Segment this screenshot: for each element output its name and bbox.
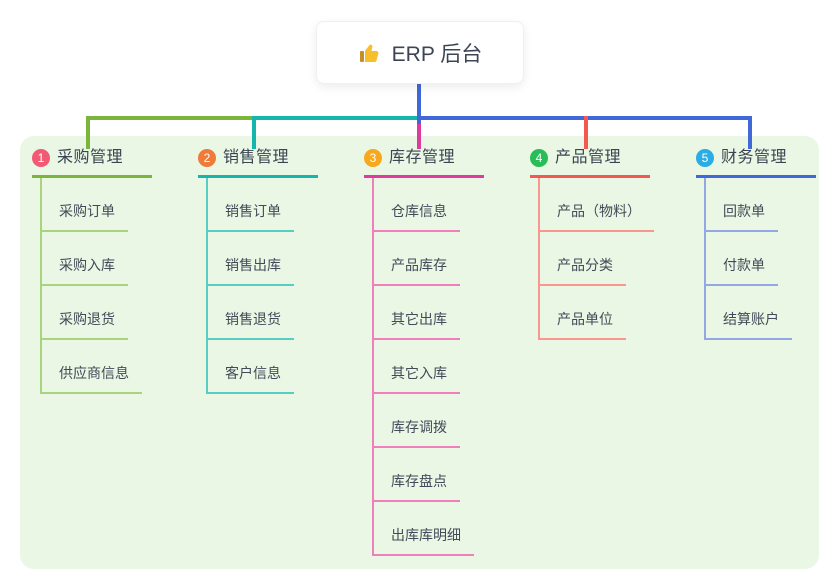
root-node[interactable]: ERP 后台 xyxy=(316,21,524,84)
node-label[interactable]: 结算账户 xyxy=(706,309,792,340)
branch-item-list: 销售订单销售出库销售退货客户信息 xyxy=(206,178,318,394)
branch-header[interactable]: 5 财务管理 xyxy=(696,148,816,178)
node-label[interactable]: 回款单 xyxy=(706,201,778,232)
branch-item-list: 仓库信息产品库存其它出库其它入库库存调拨库存盘点出库库明细 xyxy=(372,178,484,556)
node-label[interactable]: 产品单位 xyxy=(540,309,626,340)
list-item: 结算账户 xyxy=(706,286,816,340)
branch-header[interactable]: 4 产品管理 xyxy=(530,148,650,178)
node-label[interactable]: 客户信息 xyxy=(208,363,294,394)
branch-label: 产品管理 xyxy=(555,149,622,166)
node-label[interactable]: 产品分类 xyxy=(540,255,626,286)
list-item: 产品库存 xyxy=(374,232,484,286)
node-label[interactable]: 供应商信息 xyxy=(42,363,142,394)
branch-header[interactable]: 3 库存管理 xyxy=(364,148,484,178)
node-label[interactable]: 仓库信息 xyxy=(374,201,460,232)
node-label[interactable]: 产品（物料） xyxy=(540,201,654,232)
node-label[interactable]: 采购订单 xyxy=(42,201,128,232)
branch-item-list: 采购订单采购入库采购退货供应商信息 xyxy=(40,178,152,394)
branch-label: 库存管理 xyxy=(389,149,456,166)
list-item: 产品（物料） xyxy=(540,178,654,232)
list-item: 回款单 xyxy=(706,178,816,232)
list-item: 采购订单 xyxy=(42,178,152,232)
list-item: 销售订单 xyxy=(208,178,318,232)
list-item: 供应商信息 xyxy=(42,340,152,394)
list-item: 产品单位 xyxy=(540,286,650,340)
node-label[interactable]: 销售退货 xyxy=(208,309,294,340)
list-item: 采购入库 xyxy=(42,232,152,286)
node-label[interactable]: 其它入库 xyxy=(374,363,460,394)
branch-label: 采购管理 xyxy=(57,149,124,166)
branch-header[interactable]: 2 销售管理 xyxy=(198,148,318,178)
node-label[interactable]: 库存盘点 xyxy=(374,471,460,502)
node-label[interactable]: 付款单 xyxy=(706,255,778,286)
list-item: 销售出库 xyxy=(208,232,318,286)
node-label[interactable]: 销售订单 xyxy=(208,201,294,232)
branch-inventory: 3 库存管理 仓库信息产品库存其它出库其它入库库存调拨库存盘点出库库明细 xyxy=(364,148,484,556)
node-label[interactable]: 库存调拨 xyxy=(374,417,460,448)
branch-header[interactable]: 1 采购管理 xyxy=(32,148,152,178)
branch-number-badge: 4 xyxy=(530,149,548,167)
node-label[interactable]: 出库库明细 xyxy=(374,525,474,556)
list-item: 仓库信息 xyxy=(374,178,484,232)
branch-purchase: 1 采购管理 采购订单采购入库采购退货供应商信息 xyxy=(32,148,152,394)
branch-number-badge: 2 xyxy=(198,149,216,167)
branch-product: 4 产品管理 产品（物料） 产品分类产品单位 xyxy=(530,148,654,340)
list-item: 付款单 xyxy=(706,232,816,286)
list-item: 其它出库 xyxy=(374,286,484,340)
branch-item-list: 产品（物料） 产品分类产品单位 xyxy=(538,178,654,340)
list-item: 库存盘点 xyxy=(374,448,484,502)
list-item: 库存调拨 xyxy=(374,394,484,448)
branch-sales: 2 销售管理 销售订单销售出库销售退货客户信息 xyxy=(198,148,318,394)
list-item: 销售退货 xyxy=(208,286,318,340)
branch-item-list: 回款单付款单结算账户 xyxy=(704,178,816,340)
branch-number-badge: 1 xyxy=(32,149,50,167)
branch-finance: 5 财务管理 回款单付款单结算账户 xyxy=(696,148,816,340)
branch-label: 财务管理 xyxy=(721,149,788,166)
list-item: 其它入库 xyxy=(374,340,484,394)
node-label[interactable]: 其它出库 xyxy=(374,309,460,340)
root-title: ERP 后台 xyxy=(391,42,483,66)
node-label[interactable]: 采购入库 xyxy=(42,255,128,286)
list-item: 客户信息 xyxy=(208,340,318,394)
list-item: 出库库明细 xyxy=(374,502,484,556)
node-label[interactable]: 销售出库 xyxy=(208,255,294,286)
node-label[interactable]: 产品库存 xyxy=(374,255,460,286)
thumbs-up-icon xyxy=(359,44,379,62)
branch-number-badge: 3 xyxy=(364,149,382,167)
list-item: 采购退货 xyxy=(42,286,152,340)
list-item: 产品分类 xyxy=(540,232,650,286)
branch-label: 销售管理 xyxy=(223,149,290,166)
branch-number-badge: 5 xyxy=(696,149,714,167)
mindmap-panel xyxy=(20,136,819,569)
node-label[interactable]: 采购退货 xyxy=(42,309,128,340)
